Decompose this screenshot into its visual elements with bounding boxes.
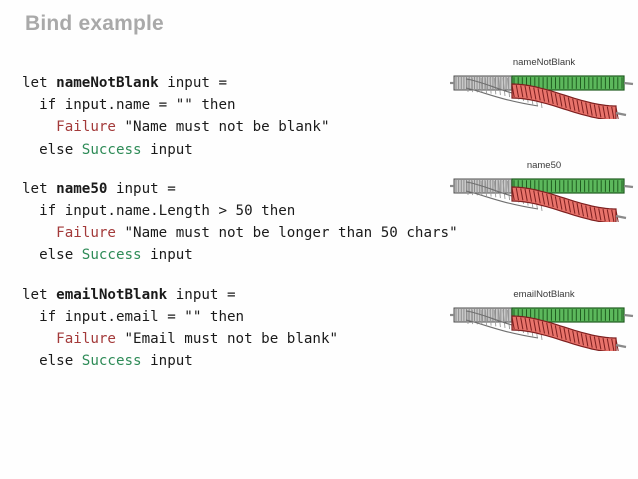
code-token-plain: "Name must not be longer than 50 chars" [115,225,458,242]
code-token-plain: input [141,141,193,158]
railway-figure-label: emailNotBlank [513,289,575,300]
page-title: Bind example [25,12,164,35]
code-line: let name50 input = [22,178,442,200]
code-token-plain: else [22,353,82,370]
code-token-bold: nameNotBlank [56,75,159,91]
code-token-failure: Failure [56,119,116,136]
code-token-bold: name50 [56,180,108,197]
code-token-success: Success [81,353,142,370]
railway-figure: emailNotBlank [450,289,638,351]
code-token-plain: input = [158,75,228,91]
railway-switch-svg [450,307,634,351]
code-token-plain: input = [107,180,176,197]
code-line: let nameNotBlank input = [22,72,442,94]
code-token-success: Success [81,141,142,158]
code-token-plain: input [141,353,193,370]
code-token-plain: if input.name = "" then [22,97,236,114]
code-block: let nameNotBlank input = if input.name =… [22,72,442,161]
code-token-failure: Failure [56,331,116,348]
code-token-plain: "Email must not be blank" [115,331,339,348]
code-line: if input.name = "" then [22,94,442,116]
code-token-plain: let [22,180,57,197]
code-line: if input.name.Length > 50 then [22,200,442,222]
code-line: else Success input [22,244,442,266]
code-token-bold: emailNotBlank [56,286,168,303]
railway-figure: nameNotBlank [450,57,638,119]
code-token-plain: else [22,141,82,158]
code-area: let nameNotBlank input = if input.name =… [22,72,458,389]
code-block: let emailNotBlank input = if input.email… [22,284,442,373]
code-token-plain: input = [167,286,236,303]
code-token-plain: "Name must not be blank" [115,119,330,136]
code-token-plain: let [22,75,57,91]
code-token-failure: Failure [56,225,116,242]
railway-switch-svg [450,75,634,119]
code-line: Failure "Name must not be longer than 50… [22,222,457,244]
code-token-plain [22,331,56,347]
code-line: else Success input [22,139,442,161]
code-line: if input.email = "" then [22,306,442,328]
code-token-plain: else [22,247,82,264]
code-token-plain: if input.name.Length > 50 then [22,203,296,220]
code-line: let emailNotBlank input = [22,284,442,306]
railway-figure: name50 [450,160,638,222]
code-line: Failure "Name must not be blank" [22,116,442,138]
code-token-plain: if input.email = "" then [22,308,245,325]
code-line: Failure "Email must not be blank" [22,328,442,350]
code-token-plain: let [22,286,57,303]
code-token-plain [22,225,56,241]
code-line: else Success input [22,350,442,372]
railway-switch-svg [450,178,634,222]
code-block: let name50 input = if input.name.Length … [22,178,458,267]
code-token-success: Success [81,247,142,264]
code-token-plain: input [141,247,193,264]
railway-figure-label: nameNotBlank [512,57,576,68]
railway-figure-label: name50 [526,160,562,171]
code-token-plain [22,119,56,135]
